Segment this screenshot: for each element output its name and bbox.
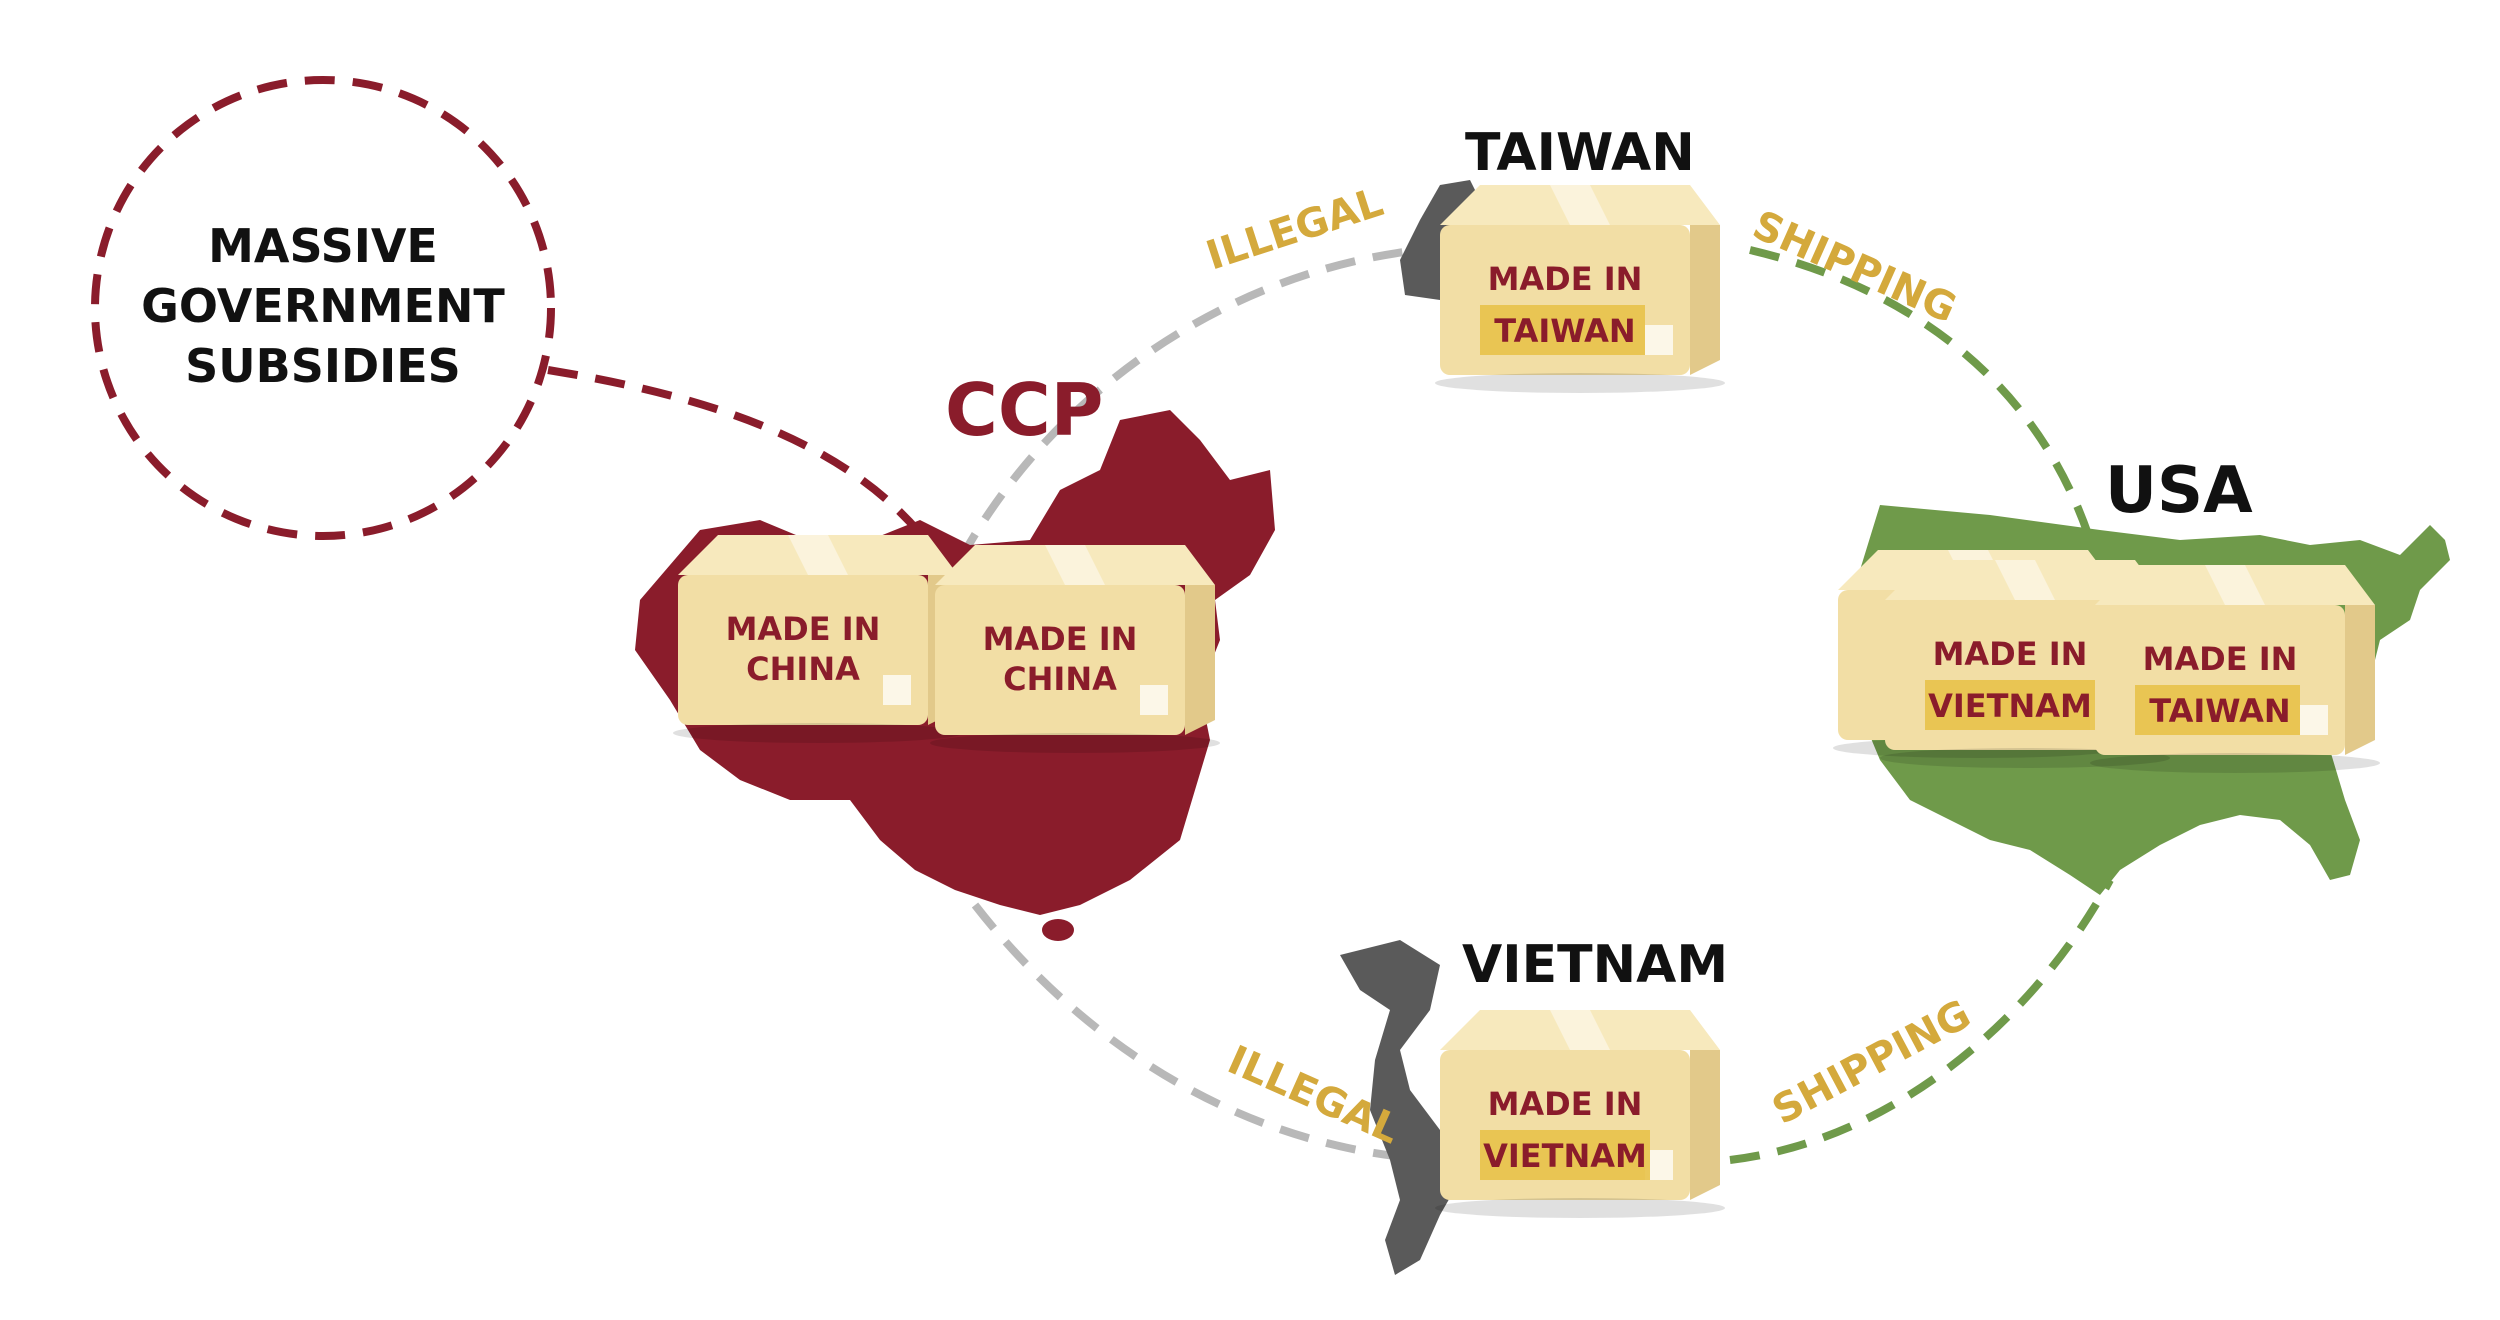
box-stamp-line: CHINA: [746, 650, 860, 688]
box-stamp-line: MADE IN: [1488, 260, 1643, 298]
label-ccp: CCP: [945, 368, 1103, 452]
route-china-taiwan: [956, 246, 1421, 562]
box-stamp-line: TAIWAN: [1494, 312, 1635, 350]
box-made-in-china-1: MADE IN CHINA: [673, 535, 963, 743]
box-made-in-vietnam: MADE IN VIETNAM: [1435, 1010, 1725, 1218]
box-stamp-line: VIETNAM: [1928, 687, 2092, 725]
box-stamp-line: MADE IN: [2143, 640, 2298, 678]
box-usa-made-in-vietnam: MADE IN VIETNAM: [1880, 560, 2170, 768]
box-stamp-line: MADE IN: [983, 620, 1138, 658]
route-vietnam-usa: [1729, 878, 2114, 1164]
box-stamp-line: MADE IN: [726, 610, 881, 648]
route-label-top-illegal: ILLEGAL: [1201, 179, 1389, 279]
box-made-in-china-2: MADE IN CHINA: [930, 545, 1220, 753]
subsidy-line-1: MASSIVE: [208, 219, 438, 273]
subsidy-connector-line: [547, 366, 944, 563]
box-stamp-line: MADE IN: [1933, 635, 2088, 673]
label-taiwan: TAIWAN: [1465, 123, 1695, 183]
box-stamp-line: CHINA: [1003, 660, 1117, 698]
route-taiwan-usa: [1749, 246, 2094, 542]
box-usa-made-in-taiwan: MADE IN TAIWAN: [2090, 565, 2380, 773]
box-made-in-taiwan: MADE IN TAIWAN: [1435, 185, 1725, 393]
vietnam-map-shape: [1340, 940, 1460, 1275]
subsidy-line-2: GOVERNMENT: [141, 279, 505, 333]
route-china-vietnam: [971, 902, 1441, 1164]
box-stamp-line: MADE IN: [1488, 1085, 1643, 1123]
subsidy-circle: [91, 76, 555, 540]
label-usa: USA: [2105, 454, 2253, 528]
box-stamp-line: TAIWAN: [2149, 692, 2290, 730]
route-label-top-shipping: SHIPPING: [1746, 202, 1963, 332]
subsidy-line-3: SUBSIDIES: [185, 339, 461, 393]
label-vietnam: VIETNAM: [1462, 935, 1728, 995]
hainan-island: [1042, 919, 1074, 941]
box-stamp-line: VIETNAM: [1483, 1137, 1647, 1175]
